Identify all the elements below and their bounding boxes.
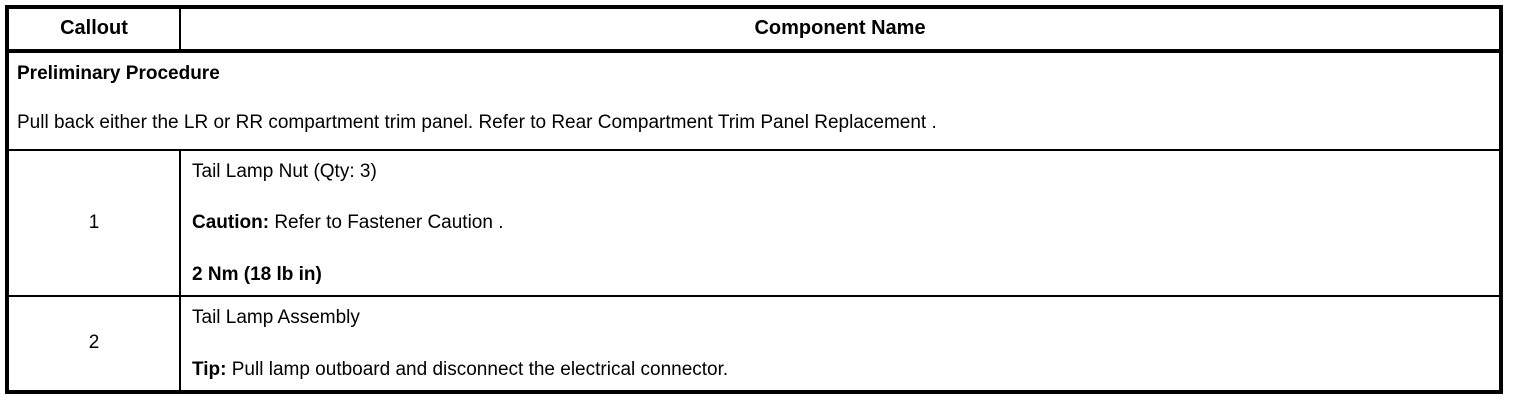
tip-note-2: Tip: Pull lamp outboard and disconnect t… — [192, 359, 1491, 382]
preliminary-procedure-title: Preliminary Procedure — [17, 63, 220, 84]
caution-note-1: Caution: Refer to Fastener Caution . — [192, 212, 1491, 235]
preliminary-procedure-cell: Preliminary Procedure Pull back either t… — [7, 51, 1501, 151]
caution-label: Caution: — [192, 212, 270, 234]
component-details-2: Tail Lamp Assembly Tip: Pull lamp outboa… — [180, 296, 1501, 392]
preliminary-procedure-row: Preliminary Procedure Pull back either t… — [7, 51, 1501, 151]
component-details-1: Tail Lamp Nut (Qty: 3) Caution: Refer to… — [180, 149, 1501, 297]
caution-text: Refer to Fastener Caution . — [269, 212, 504, 234]
component-callout-table: Callout Component Name Preliminary Proce… — [5, 5, 1503, 394]
component-name-1: Tail Lamp Nut (Qty: 3) — [192, 160, 377, 182]
torque-spec-1: 2 Nm (18 lb in) — [192, 264, 322, 286]
preliminary-procedure-text: Pull back either the LR or RR compartmen… — [17, 111, 937, 133]
callout-number-2: 2 — [7, 295, 181, 392]
column-header-callout: Callout — [7, 7, 181, 53]
column-header-component-name: Component Name — [180, 7, 1501, 53]
tip-label: Tip: — [192, 358, 227, 380]
tip-text: Pull lamp outboard and disconnect the el… — [226, 358, 729, 380]
callout-number-1: 1 — [7, 149, 181, 297]
component-name-2: Tail Lamp Assembly — [192, 306, 360, 328]
table-row: 2 Tail Lamp Assembly Tip: Pull lamp outb… — [7, 295, 1501, 392]
table-row: 1 Tail Lamp Nut (Qty: 3) Caution: Refer … — [7, 149, 1501, 297]
table-header-row: Callout Component Name — [7, 7, 1501, 53]
